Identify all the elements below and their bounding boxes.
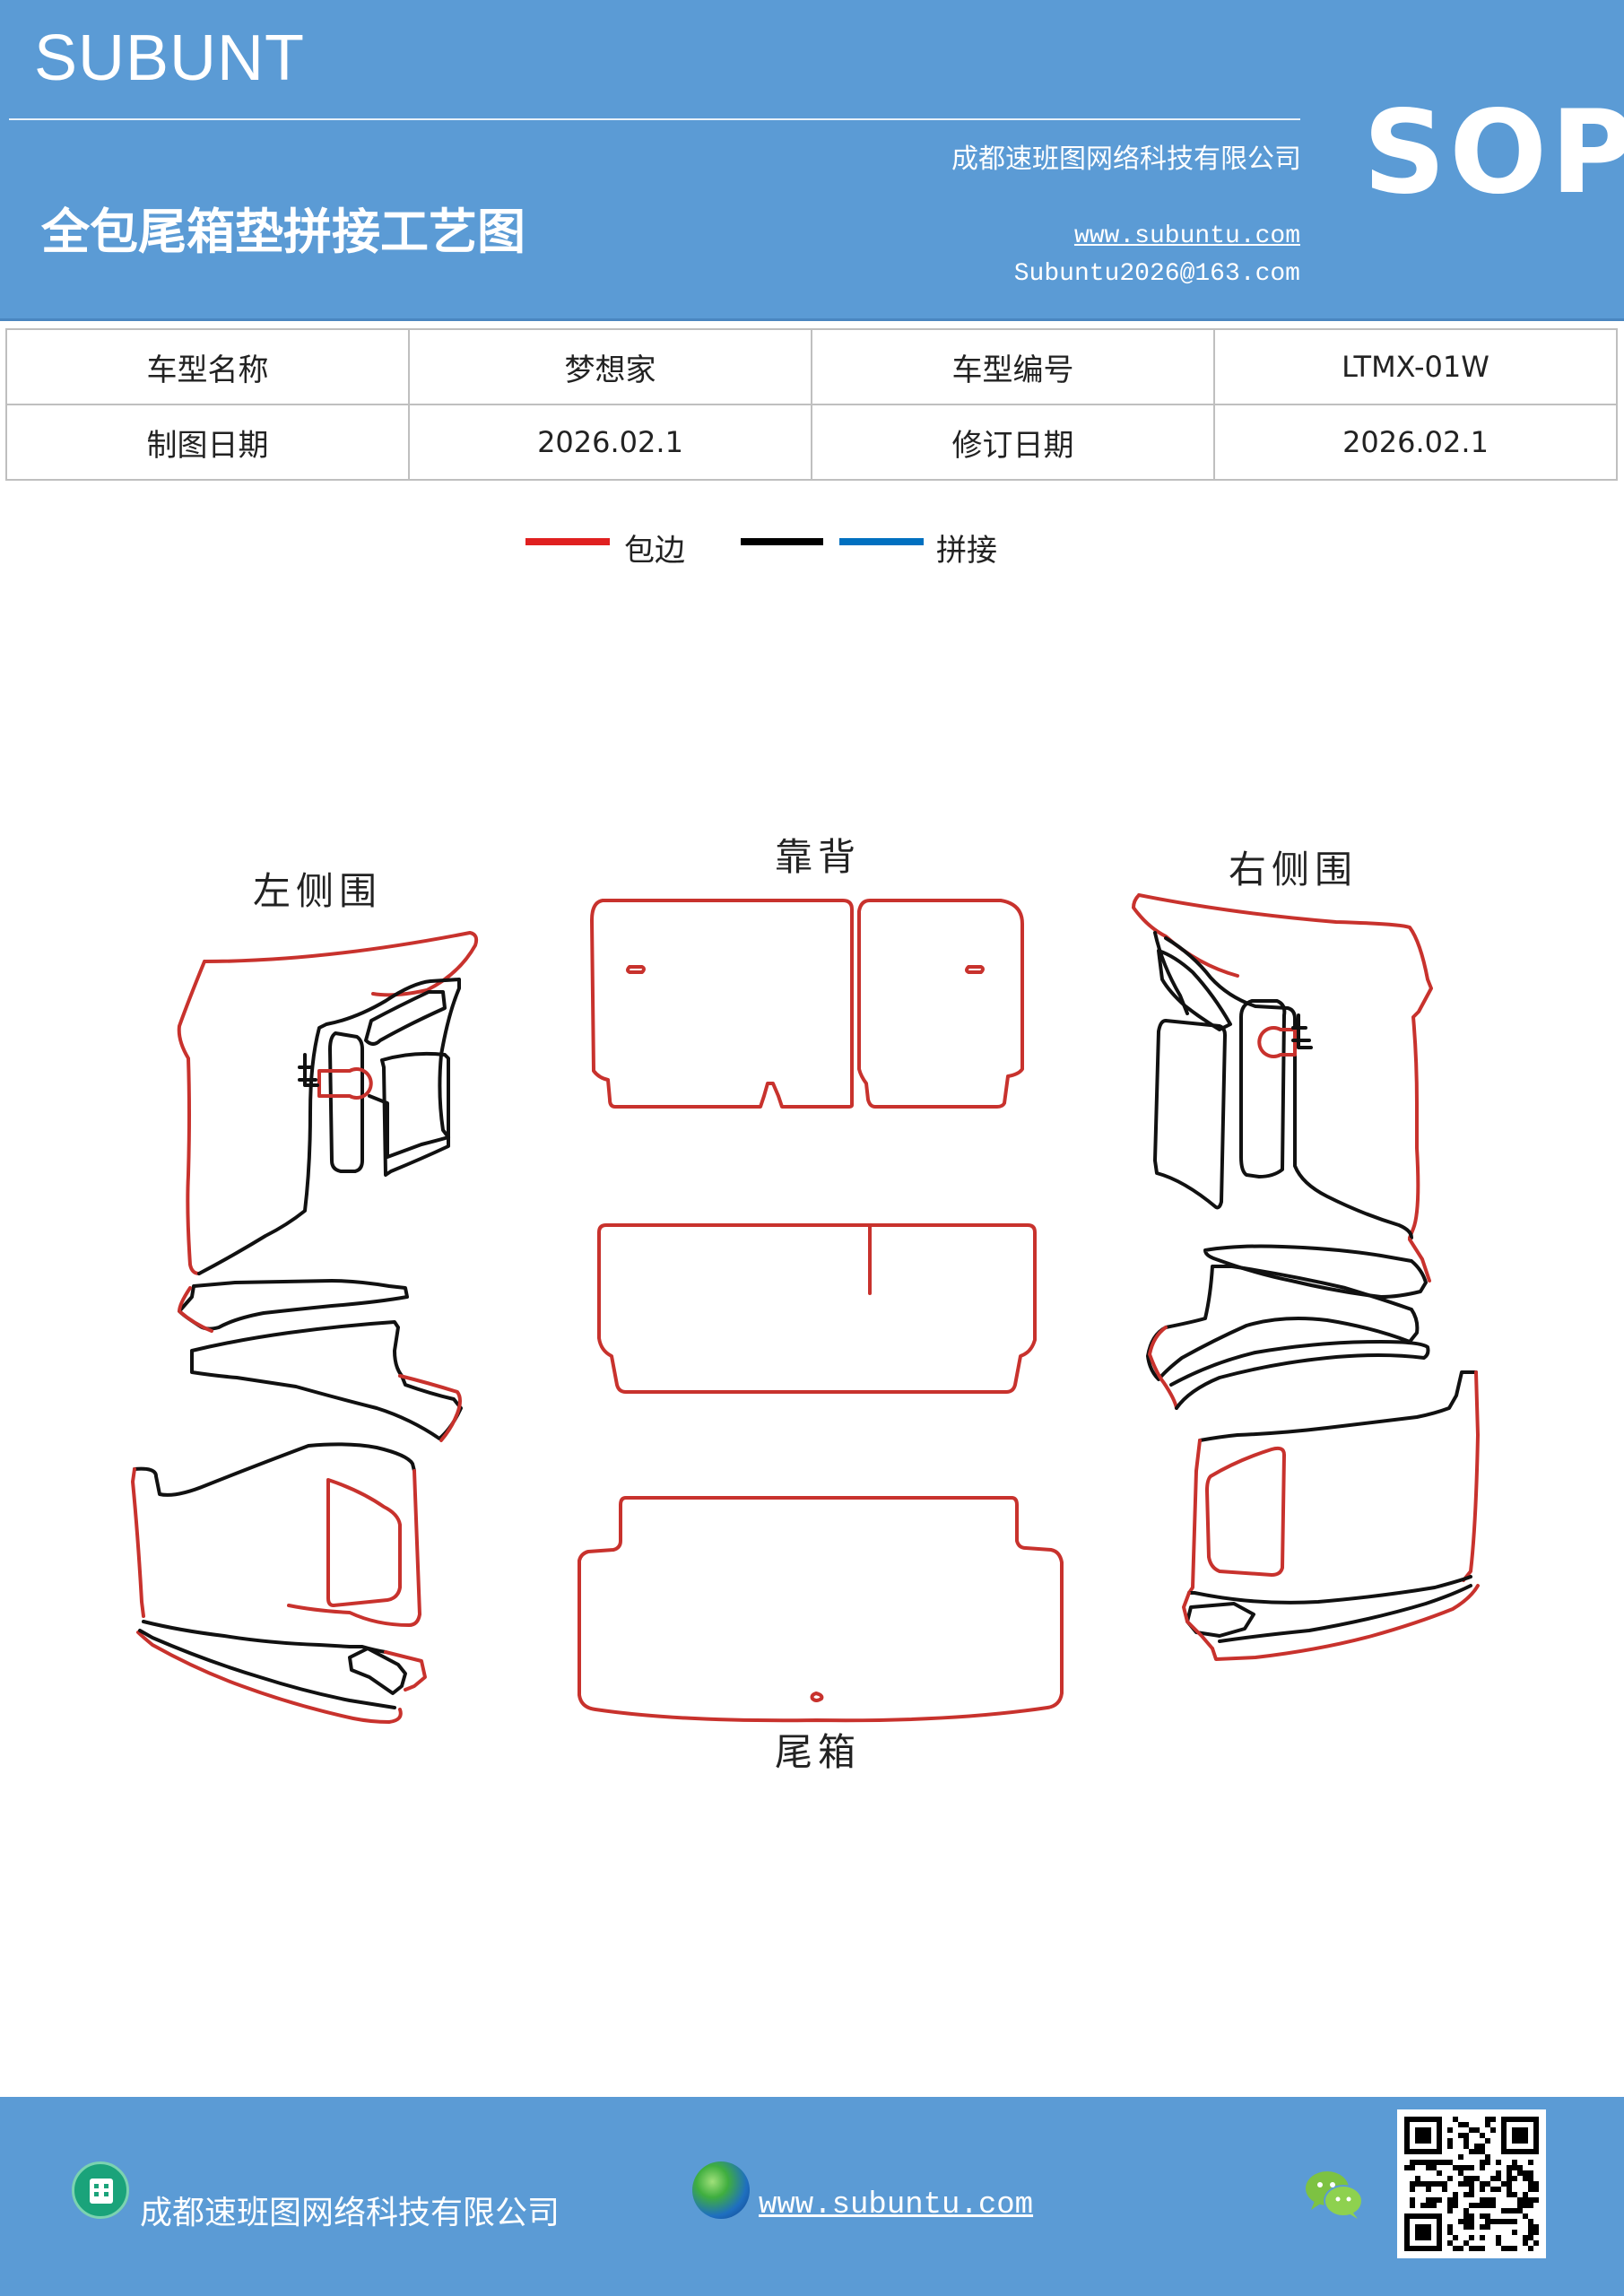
right-bottom-strip bbox=[1187, 1575, 1472, 1605]
middle-floor-panel bbox=[597, 1223, 1037, 1394]
right-lower-panel bbox=[1198, 1370, 1478, 1442]
splicing-diagram: 左侧围 靠背 右侧围 尾箱 bbox=[0, 789, 1624, 1794]
footer-banner: 成都速班图网络科技有限公司 www.subuntu.com bbox=[0, 2097, 1624, 2296]
left-clip-ring bbox=[317, 1067, 373, 1100]
left-lower-panel bbox=[133, 1442, 416, 1497]
right-inner-panel-1 bbox=[1239, 999, 1287, 1178]
wechat-icon bbox=[1306, 2171, 1363, 2219]
middle-floor-group bbox=[597, 1223, 1037, 1394]
vehicle-info-table: 车型名称 梦想家 车型编号 LTMX-01W 制图日期 2026.02.1 修订… bbox=[5, 328, 1618, 481]
globe-icon bbox=[692, 2161, 750, 2219]
left-upper-panel-edge bbox=[177, 931, 479, 1275]
backrest-left-panel bbox=[590, 899, 854, 1109]
sop-badge: SOP bbox=[1363, 86, 1624, 220]
left-inner-panel-1 bbox=[328, 1031, 364, 1173]
right-clip-mark bbox=[1291, 1013, 1313, 1049]
table-cell: 2026.02.1 bbox=[408, 404, 812, 481]
qr-code bbox=[1397, 2109, 1546, 2258]
left-inner-flap bbox=[364, 990, 447, 1046]
email-address: Subuntu2026@163.com bbox=[1013, 260, 1300, 288]
right-inner-panel-2 bbox=[1153, 1019, 1227, 1210]
right-corner-flap-edge bbox=[1182, 1591, 1214, 1650]
footer-website-link[interactable]: www.subuntu.com bbox=[759, 2188, 1034, 2222]
trunk-slot bbox=[810, 1692, 824, 1702]
left-corner-flap-edge bbox=[384, 1650, 427, 1692]
website-link[interactable]: www.subuntu.com bbox=[1073, 222, 1300, 250]
right-strip-3 bbox=[1169, 1340, 1430, 1410]
left-corner-flap bbox=[348, 1647, 407, 1695]
backrest-slot-left bbox=[626, 965, 646, 974]
footer-company-name: 成都速班图网络科技有限公司 bbox=[140, 2195, 560, 2231]
backrest-group bbox=[590, 899, 1024, 1109]
company-name: 成都速班图网络科技有限公司 bbox=[951, 144, 1301, 175]
table-cell: 车型名称 bbox=[5, 328, 410, 405]
left-inner-panel-2 bbox=[380, 1051, 450, 1177]
right-side-group bbox=[1132, 893, 1480, 1661]
table-row: 制图日期 2026.02.1 修订日期 2026.02.1 bbox=[5, 404, 1618, 481]
legend: 包边 拼接 bbox=[0, 526, 1624, 570]
label-left-side: 左侧围 bbox=[253, 869, 383, 913]
right-lower-window bbox=[1205, 1446, 1286, 1577]
label-trunk: 尾箱 bbox=[775, 1730, 862, 1774]
left-strip-1-edge bbox=[178, 1286, 213, 1333]
table-row: 车型名称 梦想家 车型编号 LTMX-01W bbox=[5, 328, 1618, 405]
legend-label-seam: 拼接 bbox=[936, 533, 997, 569]
left-upper-panel-seam bbox=[197, 978, 461, 1275]
legend-swatch-seam-blue bbox=[839, 538, 924, 545]
table-cell: 车型编号 bbox=[811, 328, 1215, 405]
right-strip-1-edge bbox=[1408, 1238, 1431, 1283]
qr-code-pattern bbox=[1404, 2117, 1539, 2251]
right-inner-flap bbox=[1157, 949, 1232, 1031]
label-back: 靠背 bbox=[775, 835, 862, 879]
right-strip-2-edge bbox=[1148, 1326, 1178, 1410]
legend-label-edge: 包边 bbox=[624, 533, 685, 569]
building-icon bbox=[72, 2161, 129, 2219]
table-cell: 制图日期 bbox=[5, 404, 410, 481]
table-cell: 2026.02.1 bbox=[1213, 404, 1618, 481]
left-strip-2-edge bbox=[398, 1374, 462, 1442]
left-lower-panel-edge bbox=[131, 1467, 421, 1627]
right-bottom-strip-edge bbox=[1211, 1584, 1480, 1661]
legend-swatch-edge bbox=[525, 538, 610, 545]
left-clip-mark bbox=[298, 1053, 319, 1087]
document-title: 全包尾箱垫拼接工艺图 bbox=[41, 203, 525, 260]
header-banner: SUBUNT 成都速班图网络科技有限公司 全包尾箱垫拼接工艺图 www.subu… bbox=[0, 0, 1624, 321]
backrest-right-panel bbox=[857, 899, 1024, 1109]
right-lower-panel-edge bbox=[1187, 1370, 1480, 1595]
table-cell: LTMX-01W bbox=[1213, 328, 1618, 405]
header-divider bbox=[9, 118, 1300, 120]
label-right-side: 右侧围 bbox=[1229, 848, 1359, 891]
trunk-panel bbox=[578, 1496, 1064, 1723]
right-strip-1 bbox=[1203, 1244, 1428, 1299]
left-side-group bbox=[131, 931, 479, 1724]
right-bottom-strip-inner bbox=[1218, 1584, 1472, 1643]
right-clip-ring bbox=[1257, 1026, 1297, 1058]
table-cell: 修订日期 bbox=[811, 404, 1215, 481]
right-upper-panel-seam bbox=[1153, 931, 1413, 1239]
left-bottom-strip-edge bbox=[136, 1631, 403, 1724]
trunk-group bbox=[578, 1496, 1064, 1723]
diagram-svg bbox=[131, 893, 1480, 1724]
backrest-slot-right bbox=[965, 965, 985, 974]
left-lower-window bbox=[326, 1478, 402, 1607]
table-cell: 梦想家 bbox=[408, 328, 812, 405]
left-strip-1 bbox=[178, 1279, 409, 1331]
brand-logo-text: SUBUNT bbox=[34, 22, 306, 94]
left-strip-2 bbox=[190, 1320, 463, 1440]
legend-swatch-seam-black bbox=[741, 538, 823, 545]
left-bottom-strip-inner bbox=[138, 1629, 396, 1709]
right-upper-panel-edge bbox=[1132, 893, 1433, 1239]
